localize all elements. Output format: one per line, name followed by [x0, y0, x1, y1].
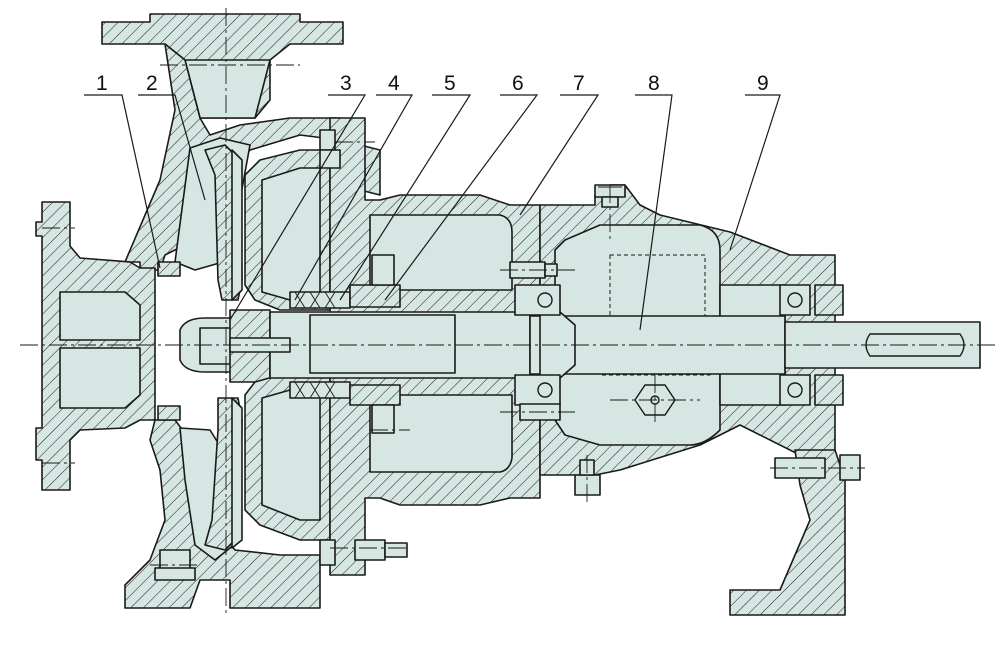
callout-3: 3 [340, 72, 352, 95]
bearings [514, 284, 844, 406]
callout-4: 4 [388, 72, 400, 95]
callout-labels: 1 2 3 4 5 6 7 8 9 [96, 72, 769, 95]
packing-rings [294, 291, 336, 399]
wear-ring-lower [157, 405, 181, 421]
callout-1: 1 [96, 72, 108, 95]
callout-9: 9 [757, 72, 769, 95]
callout-5: 5 [444, 72, 456, 95]
centerlines [20, 8, 995, 615]
callout-7: 7 [573, 72, 585, 95]
wear-ring [157, 261, 181, 277]
stuffing-box [289, 254, 401, 434]
bolts [154, 149, 561, 581]
callout-2: 2 [146, 72, 158, 95]
leader-lines [84, 94, 781, 331]
callout-8: 8 [648, 72, 660, 95]
callout-6: 6 [512, 72, 524, 95]
